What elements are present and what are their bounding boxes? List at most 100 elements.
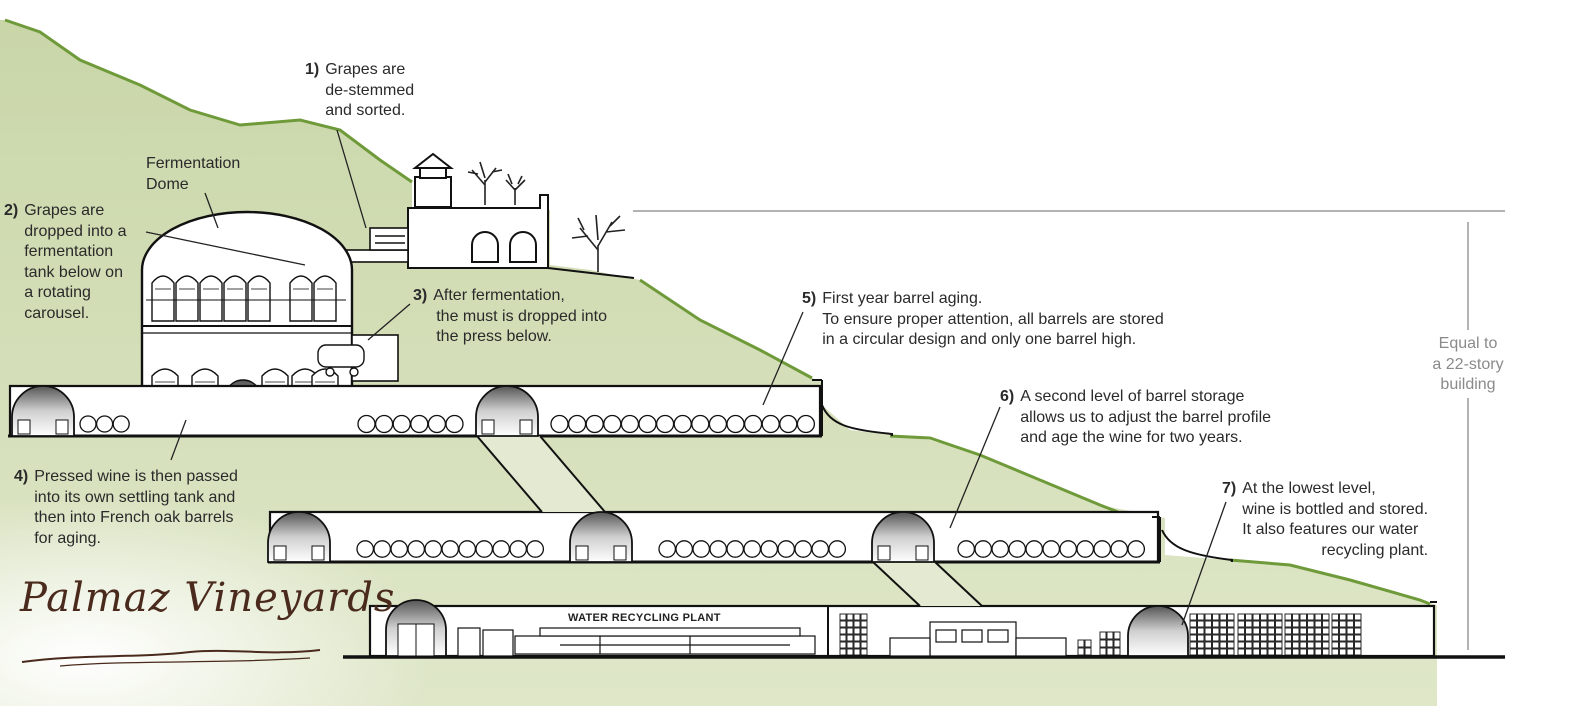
barrel (992, 541, 1008, 557)
rack-cell (1276, 614, 1283, 620)
step-6-line-1: A second level of barrel storage (1020, 387, 1271, 408)
barrel (745, 416, 762, 433)
step-4-label: 4) Pressed wine is then passed into its … (14, 467, 238, 549)
step-5-line-2: To ensure proper attention, all barrels … (822, 310, 1164, 331)
step-2-line-2: dropped into a (24, 222, 126, 243)
rack-cell (1085, 640, 1091, 647)
rack-cell (1276, 642, 1283, 648)
rack-cell (1100, 632, 1106, 639)
barrel (113, 416, 129, 432)
rack-cell (861, 635, 867, 641)
rack-cell (1114, 632, 1120, 639)
rack-cell (1238, 628, 1245, 634)
rack-cell (1114, 640, 1120, 647)
step-4-line-4: for aging. (34, 529, 238, 550)
tank-body (314, 276, 336, 321)
rack-cell (840, 614, 846, 620)
height-line-2: a 22-story (1420, 355, 1516, 376)
rack-cell (1107, 648, 1113, 655)
rack-cell (1253, 642, 1260, 648)
rack-cell (1085, 648, 1091, 655)
rack-cell (847, 649, 853, 655)
tank (290, 276, 312, 321)
barrel (510, 541, 526, 557)
vault-door (482, 420, 494, 434)
barrel (586, 416, 603, 433)
rack-cell (1198, 642, 1205, 648)
rack-cell (1308, 614, 1315, 620)
rack-cell (840, 628, 846, 634)
barrel-row (958, 541, 1144, 557)
rack-cell (1078, 648, 1084, 655)
rack-cell (840, 649, 846, 655)
barrel-row (80, 416, 129, 432)
rack-cell (1300, 621, 1307, 627)
rack-cell (1190, 635, 1197, 641)
rack-cell (1285, 649, 1292, 655)
rack-cell (1285, 614, 1292, 620)
rack-cell (840, 635, 846, 641)
rack-cell (1238, 614, 1245, 620)
rack-cell (1268, 628, 1275, 634)
rack-cell (1190, 628, 1197, 634)
tank-body (200, 276, 222, 321)
barrel (1128, 541, 1144, 557)
barrel-row (659, 541, 845, 557)
logo-flourish (20, 640, 330, 670)
rack-cell (1253, 649, 1260, 655)
rack-cell (1246, 614, 1253, 620)
rack-cell (1261, 614, 1268, 620)
rack-cell (1261, 642, 1268, 648)
rack-cell (1323, 649, 1330, 655)
barrel (975, 541, 991, 557)
barrel (1060, 541, 1076, 557)
rack-cell (1315, 628, 1322, 634)
rack-cell (1205, 614, 1212, 620)
barrel (762, 416, 779, 433)
barrel (812, 541, 828, 557)
rack-cell (1261, 635, 1268, 641)
tank-body (224, 276, 246, 321)
step-2-line-4: tank below on (24, 263, 126, 284)
rack-cell (1107, 640, 1113, 647)
barrel (1026, 541, 1042, 557)
rack-cell (1228, 614, 1235, 620)
tank (248, 276, 270, 321)
rack-cell (1315, 642, 1322, 648)
step-3-line-2: the must is dropped into (433, 307, 607, 328)
rack-cell (1261, 628, 1268, 634)
rack-cell (847, 635, 853, 641)
barrel (551, 416, 568, 433)
step-5-label: 5) First year barrel aging. To ensure pr… (802, 289, 1164, 351)
rack-cell (1190, 621, 1197, 627)
barrel (493, 541, 509, 557)
rack-cell (1228, 635, 1235, 641)
rack-cell (847, 628, 853, 634)
rack-cell (1293, 642, 1300, 648)
water-recycling-equipment (458, 628, 815, 656)
vault-door (576, 546, 588, 560)
rack-cell (1323, 621, 1330, 627)
rack-cell (1340, 628, 1347, 634)
barrel (659, 541, 675, 557)
barrel (829, 541, 845, 557)
tank (152, 276, 174, 321)
barrel (795, 541, 811, 557)
rack-cell (1308, 621, 1315, 627)
rack-cell (1355, 628, 1362, 634)
water-recycling-plant-label: WATER RECYCLING PLANT (568, 612, 721, 624)
rack-cell (1213, 642, 1220, 648)
height-line-1: Equal to (1420, 334, 1516, 355)
rack-cell (861, 649, 867, 655)
rack-cell (1220, 635, 1227, 641)
rack-cell (1268, 621, 1275, 627)
rack-cell (1238, 642, 1245, 648)
rack-cell (1308, 635, 1315, 641)
step-4-number: 4) (14, 468, 28, 485)
rack-cell (1213, 635, 1220, 641)
rack-cell (1246, 642, 1253, 648)
rack-cell (1253, 628, 1260, 634)
rack-cell (1315, 614, 1322, 620)
step-7-number: 7) (1222, 480, 1236, 497)
step-4-line-3: then into French oak barrels (34, 508, 238, 529)
